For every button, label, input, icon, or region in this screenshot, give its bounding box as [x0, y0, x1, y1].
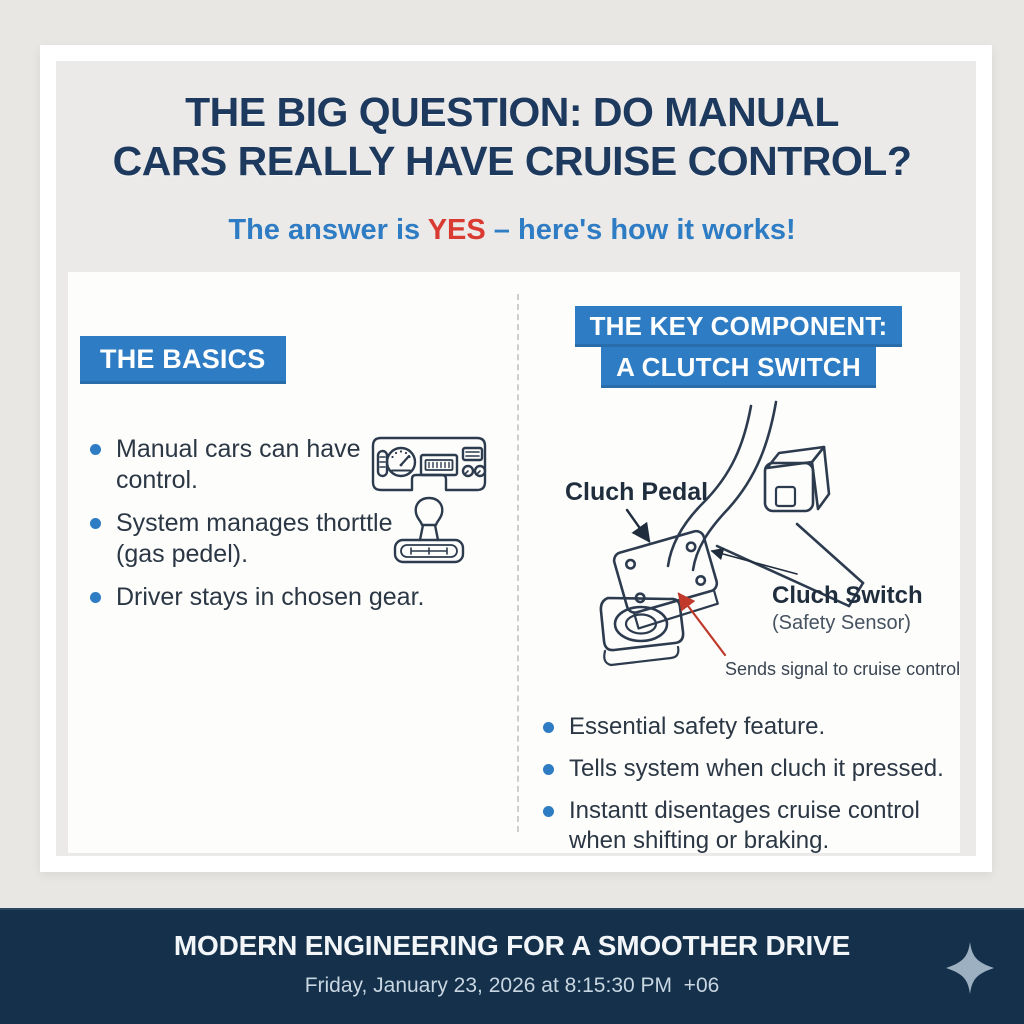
basics-bullet-list: Manual cars can have control. System man…	[90, 434, 490, 625]
footer-banner: MODERN ENGINEERING FOR A SMOOTHER DRIVE …	[0, 908, 1024, 1024]
key-bullet-2: Tells system when cluch it pressed.	[569, 755, 944, 782]
key-bullet-3: Instantt disentages cruise control when …	[569, 797, 920, 854]
footer-timestamp: Friday, January 23, 2026 at 8:15:30 PM +…	[304, 974, 720, 997]
key-component-bullet-list: Essential safety feature. Tells system w…	[543, 712, 963, 868]
bullet-icon	[543, 722, 554, 733]
clutch-pedal-diagram: Cluch Pedal Cluch Switch (Safety Sensor)…	[545, 400, 975, 700]
page-title: THE BIG QUESTION: DO MANUAL CARS REALLY …	[0, 88, 1024, 186]
bullet-icon	[543, 764, 554, 775]
list-item: Essential safety feature.	[543, 712, 963, 742]
list-item: Manual cars can have control.	[90, 434, 490, 496]
key-badge-line-1: THE KEY COMPONENT:	[574, 306, 903, 347]
subtitle-suffix: – here's how it works!	[485, 214, 796, 246]
footer-title: MODERN ENGINEERING FOR A SMOOTHER DRIVE	[173, 930, 851, 961]
title-line-1: THE BIG QUESTION: DO MANUAL	[185, 89, 839, 135]
key-bullet-1: Essential safety feature.	[569, 713, 826, 740]
bullet-icon	[90, 592, 101, 603]
list-item: System manages thorttle (gas pedel).	[90, 508, 490, 570]
key-component-section-badge: THE KEY COMPONENT: A CLUTCH SWITCH	[517, 306, 960, 388]
basics-bullet-1: Manual cars can have control.	[116, 435, 361, 494]
bullet-icon	[90, 518, 101, 529]
subtitle-yes-highlight: YES	[427, 214, 486, 246]
list-item: Instantt disentages cruise control when …	[543, 796, 963, 856]
bullet-icon	[90, 444, 101, 455]
column-divider	[517, 294, 519, 832]
clutch-pedal-illustration-icon	[599, 400, 865, 667]
sparkle-icon	[942, 940, 998, 1001]
page-subtitle: The answer is YES – here's how it works!	[0, 212, 1024, 248]
signal-annotation: Sends signal to cruise control	[725, 659, 961, 679]
safety-sensor-sublabel: (Safety Sensor)	[772, 612, 911, 634]
key-badge-line-2: A CLUTCH SWITCH	[601, 347, 876, 388]
dashboard-gear-shifter-icon	[368, 432, 492, 571]
subtitle-prefix: The answer is	[228, 214, 428, 246]
title-line-2: CARS REALLY HAVE CRUISE CONTROL?	[112, 138, 912, 184]
basics-bullet-2: System manages thorttle (gas pedel).	[116, 509, 393, 568]
clutch-pedal-label: Cluch Pedal	[565, 478, 709, 506]
bullet-icon	[543, 806, 554, 817]
list-item: Driver stays in chosen gear.	[90, 582, 490, 613]
basics-section-badge: THE BASICS	[80, 336, 286, 384]
basics-bullet-3: Driver stays in chosen gear.	[116, 583, 425, 611]
clutch-switch-label: Cluch Switch	[772, 582, 923, 609]
list-item: Tells system when cluch it pressed.	[543, 754, 963, 784]
